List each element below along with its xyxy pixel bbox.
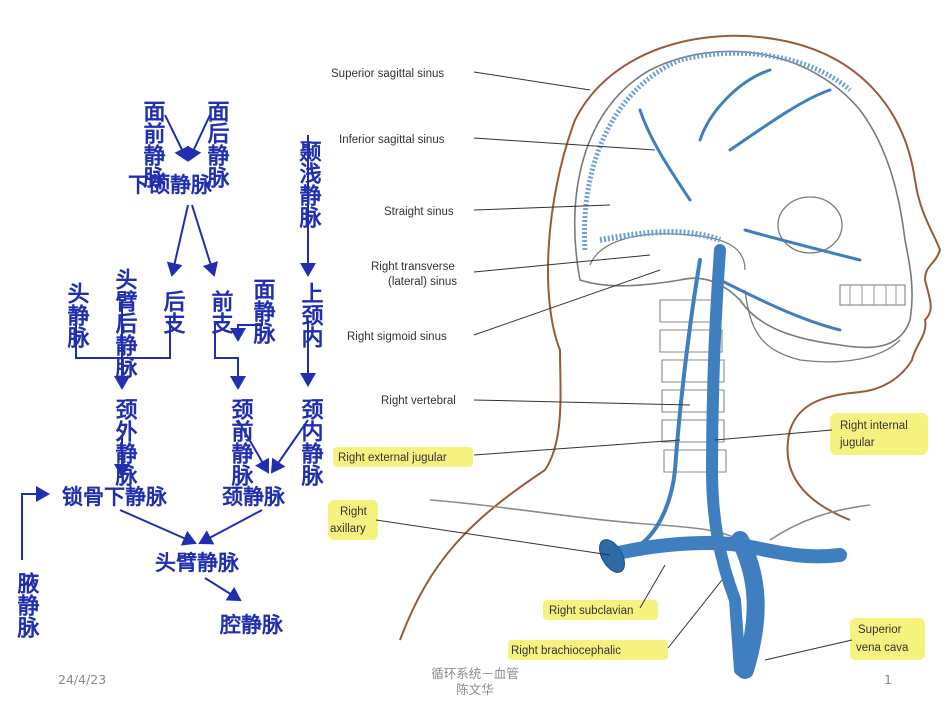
- label-right-vertebral: Right vertebral: [381, 395, 456, 407]
- label-brachiocephalic-vein: 头臂静脉: [155, 551, 240, 575]
- label-right-axillary-2: axillary: [330, 523, 366, 535]
- label-col-d: 前支: [208, 289, 234, 335]
- footer-page-number: 1: [884, 672, 892, 687]
- label-right-internal-jugular-1: Right internal: [840, 420, 908, 432]
- label-right-external-jugular: Right external jugular: [338, 452, 447, 464]
- label-straight-sinus: Straight sinus: [384, 206, 454, 218]
- footer-title: 循环系统－血管 陈文华: [420, 666, 530, 698]
- footer-date: 24/4/23: [58, 672, 107, 687]
- label-internal-jugular: 颈内静脉: [298, 398, 325, 487]
- head-neck-vein-illustration: Superior sagittal sinus Inferior sagitta…: [328, 34, 942, 679]
- label-superior-sagittal-sinus: Superior sagittal sinus: [331, 68, 444, 80]
- label-col-f: 上颈内: [298, 282, 324, 349]
- label-axillary-vein: 腋静脉: [14, 571, 41, 639]
- label-posterior-facial: 面后静脉: [204, 100, 231, 189]
- label-col-e: 面静脉: [250, 278, 277, 345]
- label-subclavian-vein: 锁骨下静脉: [62, 485, 168, 509]
- label-right-internal-jugular-2: jugular: [839, 437, 875, 449]
- label-col-b: 头臂后静脉: [112, 268, 139, 379]
- label-right-transverse-2: (lateral) sinus: [388, 276, 457, 288]
- label-svc: 腔静脉: [219, 613, 284, 637]
- label-jugular-vein: 颈静脉: [222, 485, 286, 509]
- label-col-c: 后支: [160, 290, 186, 335]
- label-right-sigmoid-sinus: Right sigmoid sinus: [347, 331, 447, 343]
- label-right-transverse-1: Right transverse: [371, 261, 455, 273]
- vein-flowchart: 面前静脉 面后静脉 颞浅静脉 下颌静脉 头静脉 头臂后静脉 后支 前支 面静脉 …: [14, 100, 325, 639]
- label-col-a: 头静脉: [64, 282, 91, 349]
- label-superficial-temporal: 颞浅静脉: [296, 140, 323, 229]
- label-external-jugular: 颈外静脉: [112, 398, 139, 487]
- footer-title-line-2: 陈文华: [456, 682, 494, 697]
- label-right-subclavian: Right subclavian: [549, 605, 633, 617]
- label-right-brachiocephalic: Right brachiocephalic: [511, 645, 621, 657]
- label-anterior-jugular: 颈前静脉: [228, 398, 255, 487]
- label-right-axillary-1: Right: [340, 506, 368, 518]
- label-inferior-sagittal-sinus: Inferior sagittal sinus: [339, 134, 445, 146]
- label-mandibular-vein: 下颌静脉: [128, 173, 213, 197]
- label-superior-vena-cava-1: Superior: [858, 624, 902, 636]
- label-anterior-facial: 面前静脉: [140, 100, 167, 189]
- label-superior-vena-cava-2: vena cava: [856, 642, 909, 654]
- footer-title-line-1: 循环系统－血管: [431, 666, 519, 681]
